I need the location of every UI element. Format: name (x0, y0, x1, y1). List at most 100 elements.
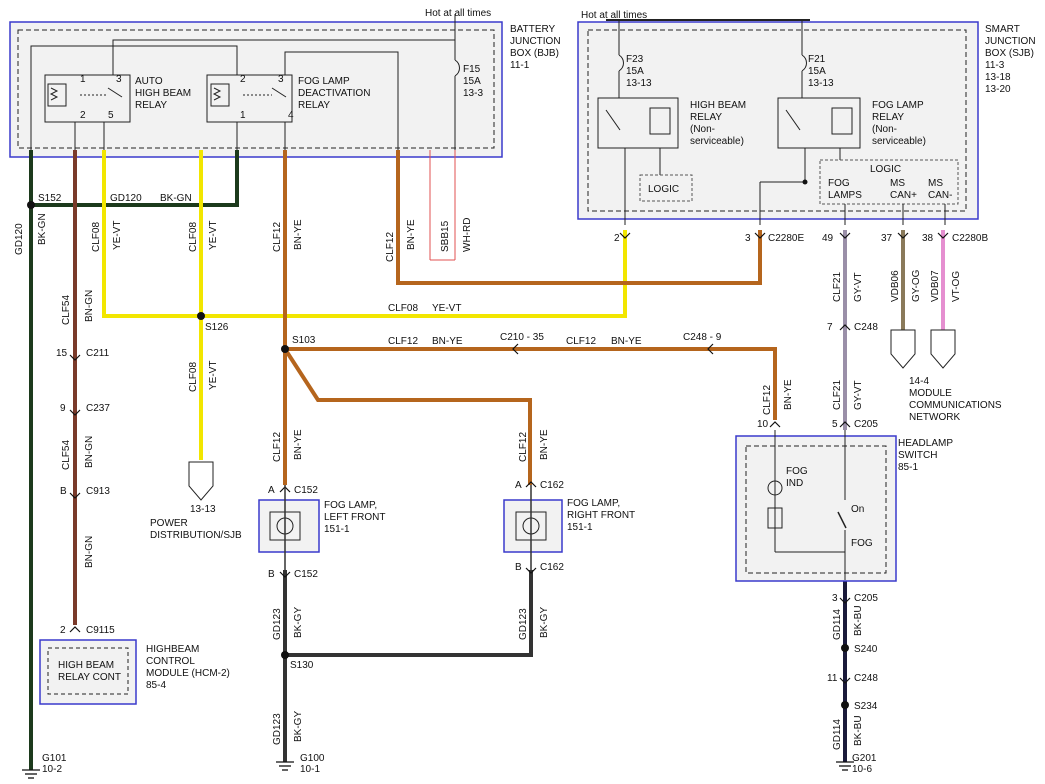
auto-high-beam-relay-label-1: AUTO (135, 76, 163, 87)
diagram-label: BN-GN (84, 290, 95, 322)
diagram-label: 2 (60, 625, 66, 636)
diagram-label: 9 (60, 403, 66, 414)
fog-lamp-deactivation-relay (206, 74, 293, 123)
diagram-label: GD120 (14, 223, 25, 255)
diagram-label: SWITCH (898, 450, 937, 461)
diagram-label: C9115 (86, 625, 115, 636)
diagram-label: S240 (854, 644, 878, 655)
diagram-label: HIGH BEAM (58, 660, 114, 671)
bjb-ref: 11-1 (510, 60, 530, 71)
bjb-title-3: BOX (BJB) (510, 48, 559, 59)
diagram-label: 5 (108, 110, 114, 121)
fuse-icon (454, 59, 460, 77)
diagram-label: C248 (854, 673, 878, 684)
diagram-label: C152 (294, 569, 318, 580)
diagram-label: CLF08 (188, 362, 199, 392)
diagram-label: YE-VT (208, 361, 219, 390)
diagram-label: CLF12 (272, 222, 283, 252)
diagram-label: YE-VT (432, 303, 461, 314)
diagram-label: IND (786, 478, 803, 489)
diagram-label: 15A (626, 66, 644, 77)
diagram-label: C162 (540, 480, 564, 491)
diagram-label: FOG (786, 466, 808, 477)
diagram-label: C248 (854, 322, 878, 333)
diagram-label: CLF54 (61, 295, 72, 325)
diagram-label: RELAY CONT (58, 672, 121, 683)
diagram-label: 3 (116, 74, 122, 85)
diagram-label: RIGHT FRONT (567, 510, 635, 521)
diagram-label: SMART (985, 24, 1020, 35)
diagram-label: F23 (626, 54, 644, 65)
diagram-label: COMMUNICATIONS (909, 400, 1002, 411)
fog-lamp-left-front (258, 485, 320, 570)
diagram-label: LOGIC (870, 164, 901, 175)
diagram-label: CAN+ (890, 190, 917, 201)
diagram-label: 85-1 (898, 462, 918, 473)
bjb-hot-label: Hot at all times (425, 8, 491, 19)
diagram-label: RELAY (872, 112, 904, 123)
diagram-label: CLF08 (388, 303, 418, 314)
diagram-label: GD123 (272, 713, 283, 745)
diagram-label: BK-GY (293, 711, 304, 742)
sjb-hot-label: Hot at all times (581, 10, 647, 21)
diagram-label: BK-GN (37, 213, 48, 245)
diagram-label: CLF12 (518, 432, 529, 462)
diagram-label: 49 (822, 233, 834, 244)
diagram-label: 13-20 (985, 84, 1011, 95)
fog-deact-relay-label-2: DEACTIVATION (298, 88, 370, 99)
diagram-label: C210 - 35 (500, 332, 544, 343)
diagram-label: CLF12 (388, 336, 418, 347)
diagram-label: 15A (808, 66, 826, 77)
switch-contact-icon (837, 511, 847, 529)
wires (27, 150, 945, 770)
diagram-label: LOGIC (648, 184, 679, 195)
diagram-label: GY-VT (853, 272, 864, 302)
splice-s234 (841, 701, 849, 709)
diagram-label: B (515, 562, 522, 573)
labels: Hot at all times BATTERY JUNCTION BOX (B… (14, 8, 1036, 775)
diagram-label: MS (928, 178, 943, 189)
splice-s152 (27, 201, 35, 209)
diagram-label: B (60, 486, 67, 497)
diagram-label: GD123 (272, 608, 283, 640)
diagram-label: C162 (540, 562, 564, 573)
diagram-label: G201 (852, 753, 877, 764)
diagram-label: 7 (827, 322, 833, 333)
splice-s240 (841, 644, 849, 652)
fog-deact-relay-label-1: FOG LAMP (298, 76, 350, 87)
diagram-label: BN-YE (432, 336, 463, 347)
diagram-label: MODULE (909, 388, 952, 399)
diagram-label: G101 (42, 753, 67, 764)
diagram-label: 10 (757, 419, 769, 430)
diagram-label: DISTRIBUTION/SJB (150, 530, 242, 541)
diagram-label: 151-1 (324, 524, 350, 535)
diagram-label: JUNCTION (985, 36, 1036, 47)
diagram-label: G100 (300, 753, 325, 764)
diagram-label: CLF21 (832, 272, 843, 302)
diagram-label: RELAY (690, 112, 722, 123)
diagram-label: CLF12 (762, 385, 773, 415)
diagram-label: C2280E (768, 233, 804, 244)
diagram-label: GD114 (832, 609, 843, 640)
diagram-label: 3 (832, 593, 838, 604)
diagram-label: FOG LAMP (872, 100, 924, 111)
diagram-label: FOG (828, 178, 850, 189)
bjb-title-2: JUNCTION (510, 36, 561, 47)
diagram-label: C2280B (952, 233, 988, 244)
bjb-title-1: BATTERY (510, 24, 556, 35)
fog-indicator-icon (767, 480, 783, 496)
diagram-label: YE-VT (208, 221, 219, 250)
diagram-label: F15 (463, 64, 481, 75)
diagram-label: WH-RD (462, 218, 473, 252)
diagram-label: CLF08 (91, 222, 102, 252)
diagram-label: CLF08 (188, 222, 199, 252)
diagram-label: (Non- (690, 124, 715, 135)
diagram-label: BOX (SJB) (985, 48, 1034, 59)
auto-high-beam-relay-label-3: RELAY (135, 100, 167, 111)
diagram-label: BK-GY (293, 607, 304, 638)
diagram-label: VT-OG (951, 271, 962, 302)
diagram-label: BN-GN (84, 436, 95, 468)
battery-junction-box (9, 14, 503, 261)
diagram-label: HEADLAMP (898, 438, 953, 449)
